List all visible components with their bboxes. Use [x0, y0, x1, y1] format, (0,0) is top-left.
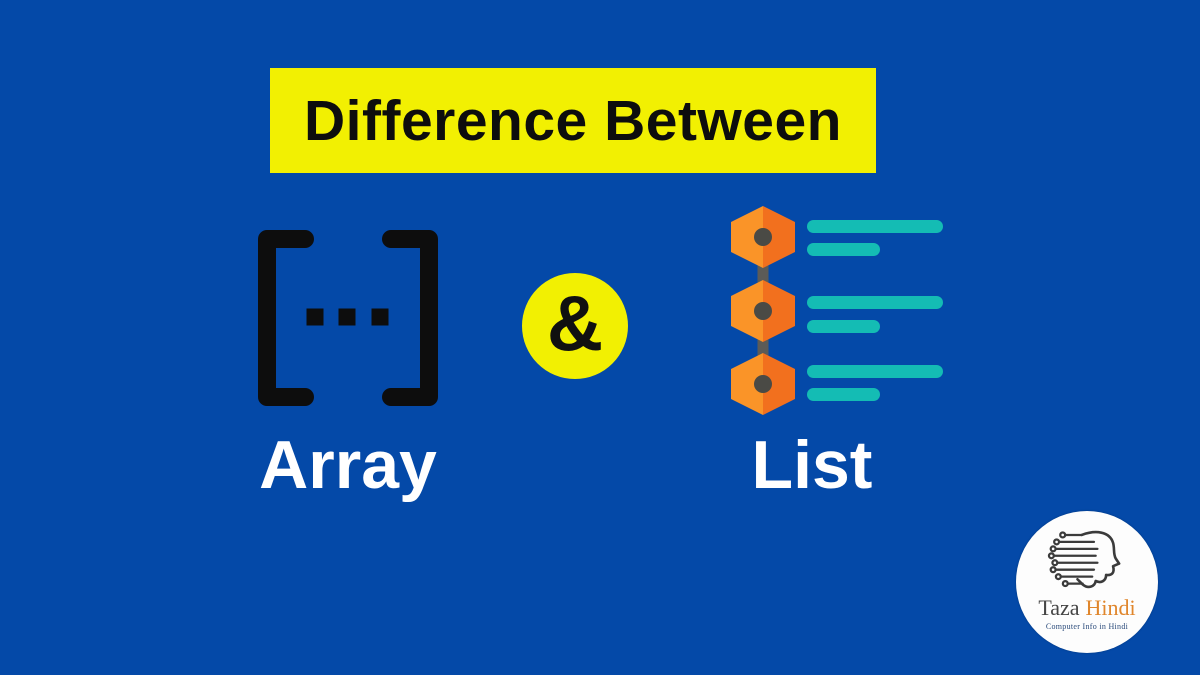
ampersand-symbol: &	[546, 278, 604, 367]
list-line-short	[807, 320, 880, 333]
circuit-traces	[1047, 531, 1099, 588]
page-title: Difference Between	[303, 88, 842, 153]
left-bracket	[258, 230, 314, 406]
ampersand-badge: &	[522, 273, 628, 379]
logo-name-primary: Taza	[1038, 595, 1080, 620]
logo-tagline: Computer Info in Hindi	[1045, 622, 1129, 631]
circuit-brain-icon	[1047, 530, 1121, 589]
array-label: Array	[259, 427, 437, 503]
list-line-short	[807, 243, 880, 256]
hexagon-bullet	[731, 280, 795, 342]
hexagon-connectors	[757, 237, 769, 384]
list-label: List	[751, 427, 873, 503]
list-line-long	[807, 296, 943, 309]
list-line-short	[807, 388, 880, 401]
head-profile-outline	[1076, 530, 1121, 589]
list-line-long	[807, 365, 943, 378]
list-line-long	[807, 220, 943, 233]
logo-name-accent: Hindi	[1085, 595, 1136, 620]
ellipsis-dots	[306, 308, 389, 326]
hexagon-bullet	[731, 206, 795, 268]
hexagon-bullet	[731, 353, 795, 415]
array-brackets-icon	[258, 230, 438, 406]
hexagon-list-icon	[731, 206, 943, 415]
right-bracket	[382, 230, 438, 406]
title-banner: Difference Between	[270, 68, 876, 173]
